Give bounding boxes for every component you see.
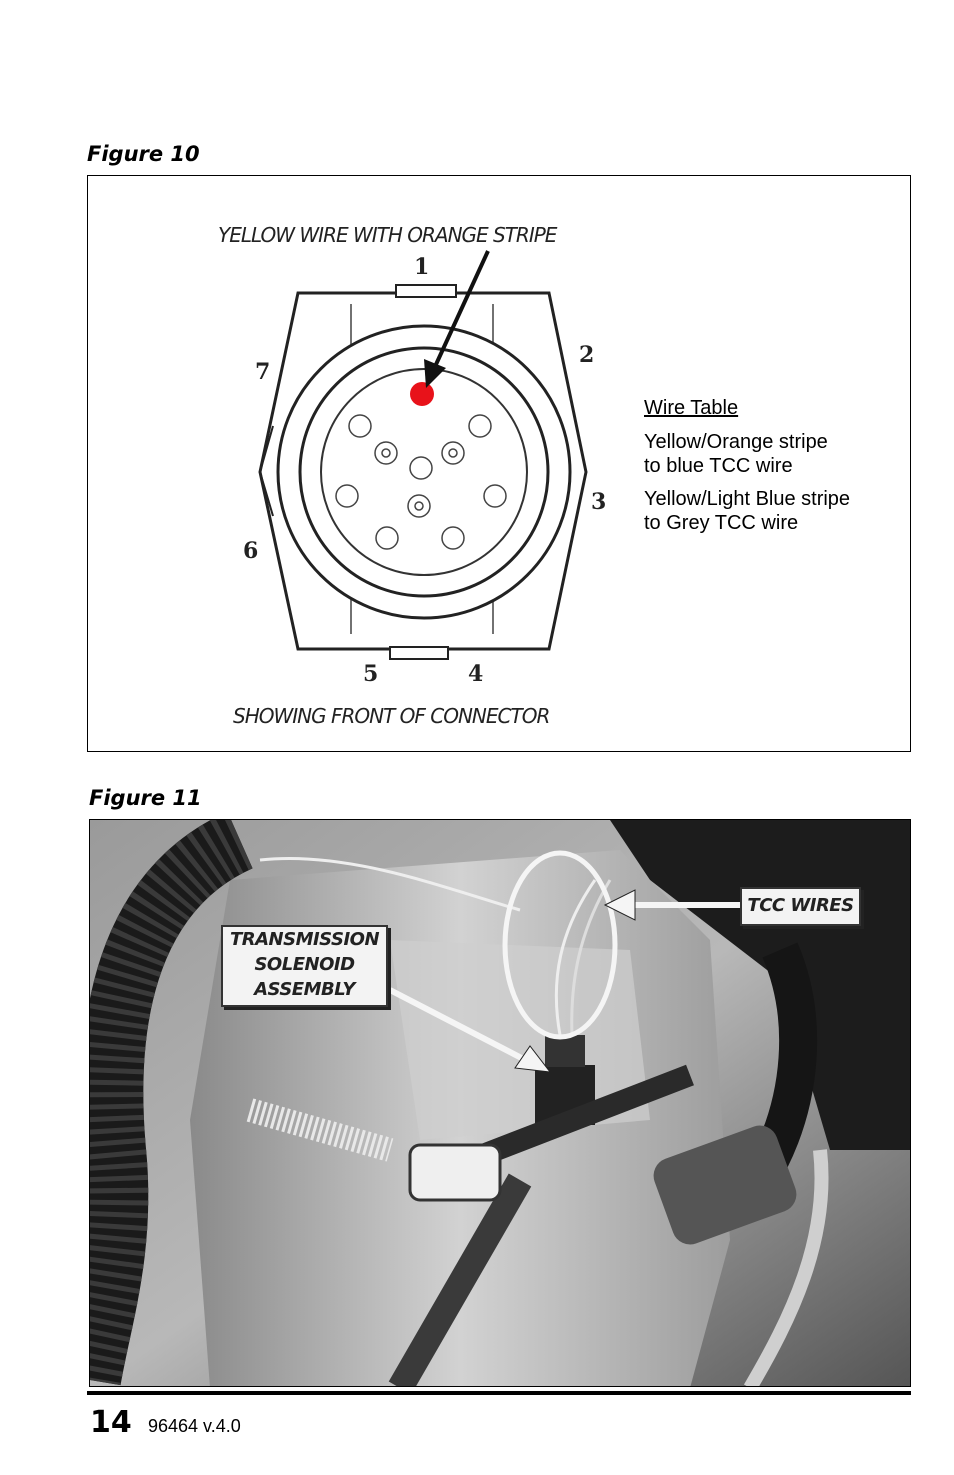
connector-top-label: YELLOW WIRE WITH ORANGE STRIPE (218, 223, 558, 247)
page-number: 14 (90, 1405, 132, 1440)
highlighted-pin-1 (410, 382, 434, 406)
pin-number-2: 2 (579, 342, 594, 368)
pin-cavities (335, 414, 507, 550)
connector-diagram: YELLOW WIRE WITH ORANGE STRIPE (218, 223, 606, 728)
bottom-key-tab (389, 646, 449, 660)
tcc-wires-callout: TCC WIRES (740, 887, 861, 926)
wire-table-entry: Yellow/Light Blue stripe to Grey TCC wir… (644, 488, 851, 534)
connector-bottom-label: SHOWING FRONT OF CONNECTOR (233, 704, 549, 728)
pin-number-4: 4 (468, 661, 483, 687)
connector-mid-ring (298, 346, 550, 598)
wire-table-entry: Yellow/Orange stripe to blue TCC wire (644, 431, 828, 477)
arrow-head (424, 359, 446, 388)
pin-number-5: 5 (363, 661, 378, 687)
connector-inner-ring (320, 368, 528, 576)
footer-rule (87, 1391, 911, 1395)
wire-table: Wire Table Yellow/Orange stripe to blue … (644, 396, 894, 544)
pin-number-6: 6 (243, 538, 258, 564)
tcc-highlight-ellipse (502, 850, 618, 1040)
transmission-solenoid-callout: TRANSMISSION SOLENOID ASSEMBLY (221, 925, 388, 1007)
pin-number-3: 3 (591, 489, 606, 515)
figure-11-caption: Figure 11 (89, 786, 202, 810)
figure-11-photo: TRANSMISSION SOLENOID ASSEMBLY TCC WIRES (89, 819, 911, 1387)
figure-10-panel: YELLOW WIRE WITH ORANGE STRIPE (87, 175, 911, 752)
figure-10-caption: Figure 10 (87, 142, 200, 166)
pin-number-7: 7 (255, 359, 270, 385)
top-key-tab (395, 284, 457, 298)
document-version: 96464 v.4.0 (148, 1416, 241, 1436)
pin-number-1: 1 (414, 254, 429, 280)
wire-table-title: Wire Table (644, 397, 739, 419)
